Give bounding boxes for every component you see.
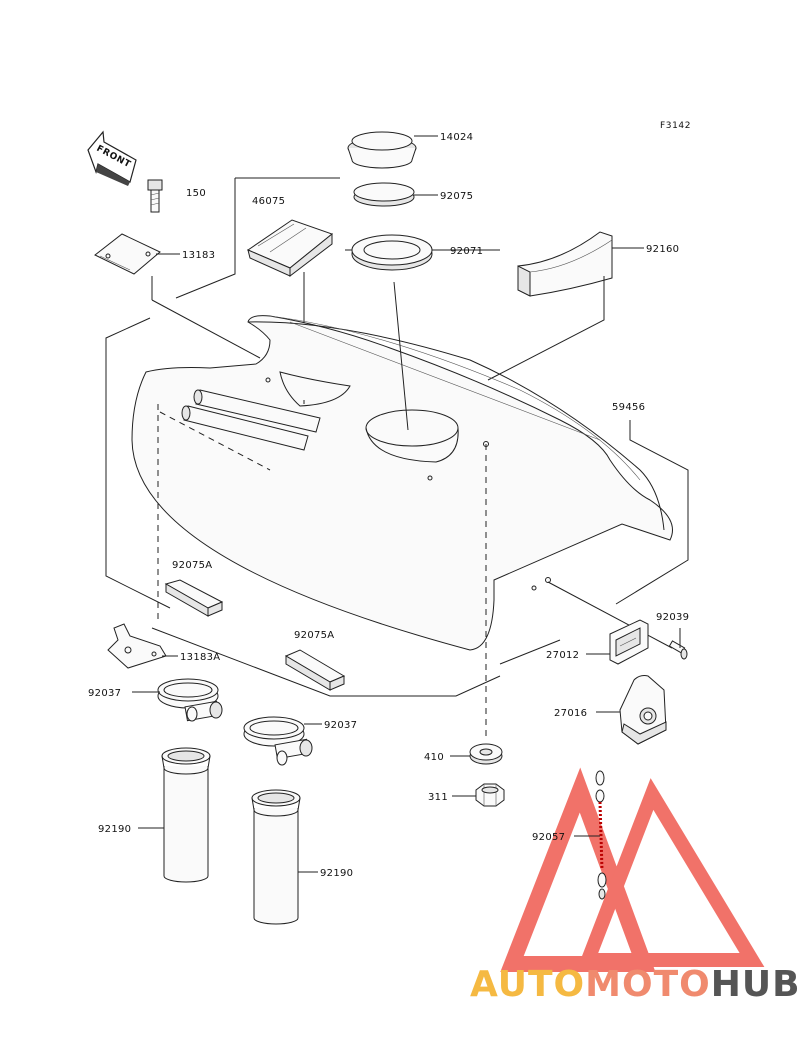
hose-92190-left [161, 747, 211, 883]
part-label-92057: 92057 [532, 832, 565, 843]
watermark-text: AUTOMOTOHUB [470, 964, 800, 1005]
latch-27012 [609, 619, 649, 665]
plate-13183a [107, 623, 167, 669]
watermark-auto: AUTO [470, 964, 585, 1005]
pad-46075 [246, 219, 334, 278]
part-label-92039: 92039 [656, 612, 689, 623]
clamp-92037-left [157, 678, 223, 722]
front-arrow-icon: FRONT [87, 130, 137, 186]
part-label-92075-top: 92075 [440, 191, 473, 202]
figure-code: F3142 [660, 121, 691, 131]
part-label-27016: 27016 [554, 708, 587, 719]
part-label-13183: 13183 [182, 250, 215, 261]
part-label-92075a-left: 92075A [172, 560, 212, 571]
watermark-hub: HUB [711, 964, 800, 1005]
part-label-92071: 92071 [450, 246, 483, 257]
part-label-59456: 59456 [612, 402, 645, 413]
part-label-92190-right: 92190 [320, 868, 353, 879]
part-label-27012: 27012 [546, 650, 579, 661]
bolt-150 [147, 179, 163, 213]
cushion-92160 [517, 231, 613, 297]
fuel-tank-59456 [131, 315, 673, 651]
cap-14024 [347, 131, 417, 169]
foam-pad-92075a-left [164, 579, 224, 617]
part-label-14024: 14024 [440, 132, 473, 143]
part-label-13183a: 13183A [180, 652, 220, 663]
ring-92071 [351, 234, 433, 271]
chain-92057 [595, 770, 607, 900]
hose-92190-right [251, 789, 301, 925]
part-label-92160: 92160 [646, 244, 679, 255]
watermark-moto: MOTO [585, 964, 711, 1005]
part-label-311: 311 [428, 792, 448, 803]
part-label-410: 410 [424, 752, 444, 763]
washer-410 [469, 743, 503, 765]
latch-27016 [619, 675, 667, 745]
part-label-92037-right: 92037 [324, 720, 357, 731]
screw-92039 [668, 640, 688, 660]
clamp-92037-right [243, 716, 313, 766]
foam-pad-92075a-right [284, 649, 346, 691]
part-label-92037-left: 92037 [88, 688, 121, 699]
part-label-150: 150 [186, 188, 206, 199]
gasket-92075 [353, 182, 415, 207]
watermark-logo [500, 767, 765, 972]
part-label-46075: 46075 [252, 196, 285, 207]
part-label-92190-left: 92190 [98, 824, 131, 835]
nut-311 [475, 783, 505, 807]
part-label-92075a-right: 92075A [294, 630, 334, 641]
plate-13183 [94, 233, 161, 275]
